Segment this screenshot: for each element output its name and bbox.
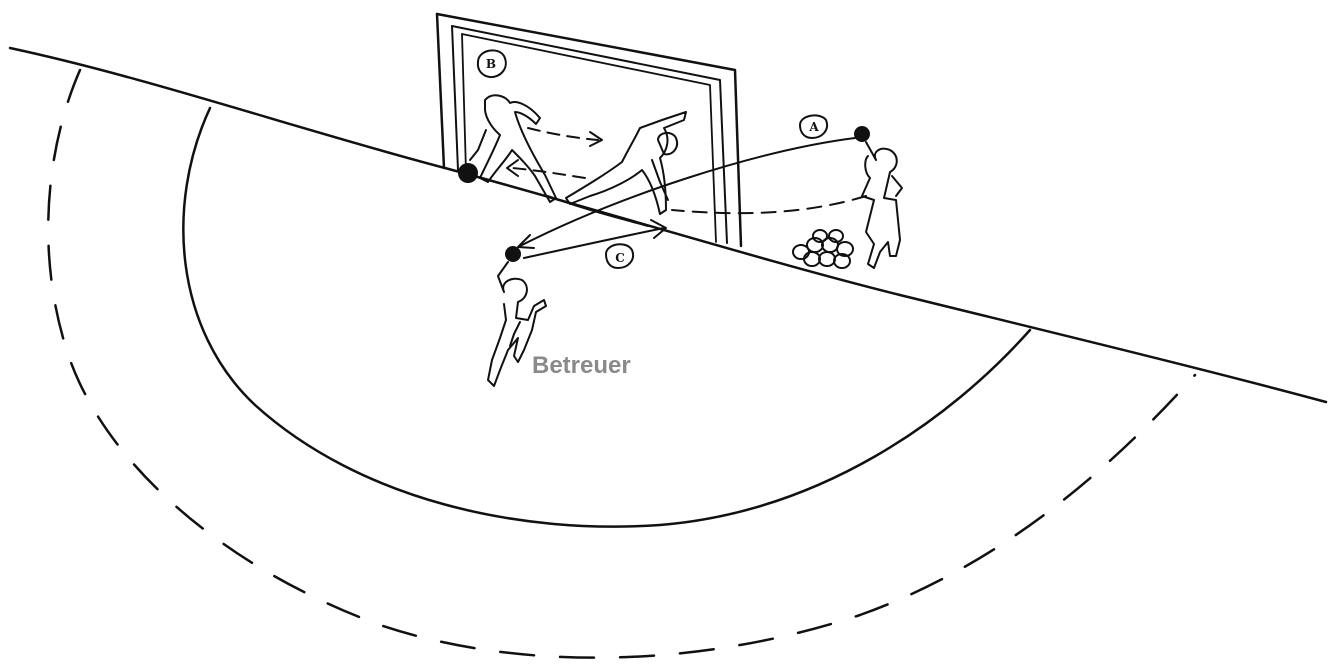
throw-path-a [672, 196, 866, 213]
ball [458, 163, 478, 183]
ball-pile [793, 230, 853, 268]
pass-arrow-a [518, 138, 855, 248]
marker-b: B [478, 50, 506, 77]
movement-arrow-right [528, 128, 602, 146]
marker-a-label: A [808, 120, 819, 134]
marker-c-label: C [615, 251, 625, 265]
marker-b-label: B [486, 57, 496, 71]
marker-c: C [606, 244, 633, 268]
goal-area-line [183, 108, 1030, 527]
marker-a: A [800, 115, 827, 138]
coach-label: Betreuer [532, 352, 631, 380]
goal-line [10, 48, 1326, 402]
